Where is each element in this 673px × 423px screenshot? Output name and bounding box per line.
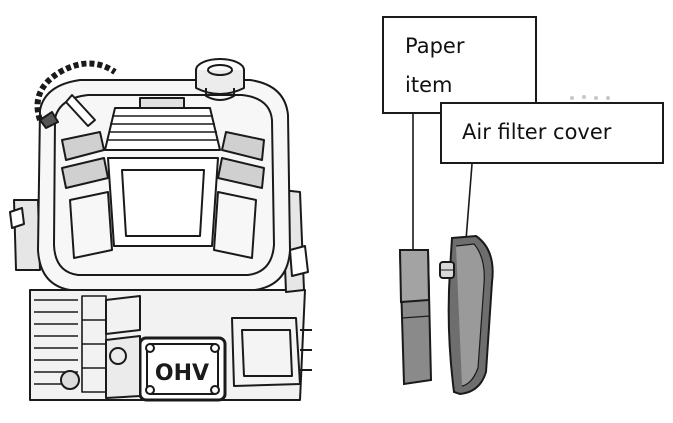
starter-rope: [34, 60, 117, 121]
engine-illustration: [9, 58, 312, 402]
engine-center-panel: [107, 157, 219, 247]
ohv-badge-text: OHV: [155, 361, 209, 386]
air-filter-cover-part: [439, 234, 494, 396]
callout-paper-item-line1: Paper: [405, 34, 465, 58]
carburetor: [231, 317, 301, 387]
leader-line-air-filter-cover: [465, 163, 473, 241]
grille-slats: [107, 115, 218, 141]
background-dots: [570, 95, 610, 100]
fuel-cap: [195, 58, 245, 101]
callout-air-filter-cover: Air filter cover: [440, 102, 664, 164]
engine-top-grille: [104, 107, 221, 151]
engine-bolt: [60, 370, 80, 390]
callout-paper-item-line2: item: [405, 73, 453, 97]
engine-vent-left: [61, 131, 105, 161]
paper-filter-element: [398, 249, 433, 386]
callout-paper-item: Paper item: [382, 16, 537, 114]
engine-vent-right: [221, 131, 265, 161]
callout-air-filter-cover-label: Air filter cover: [462, 120, 612, 144]
